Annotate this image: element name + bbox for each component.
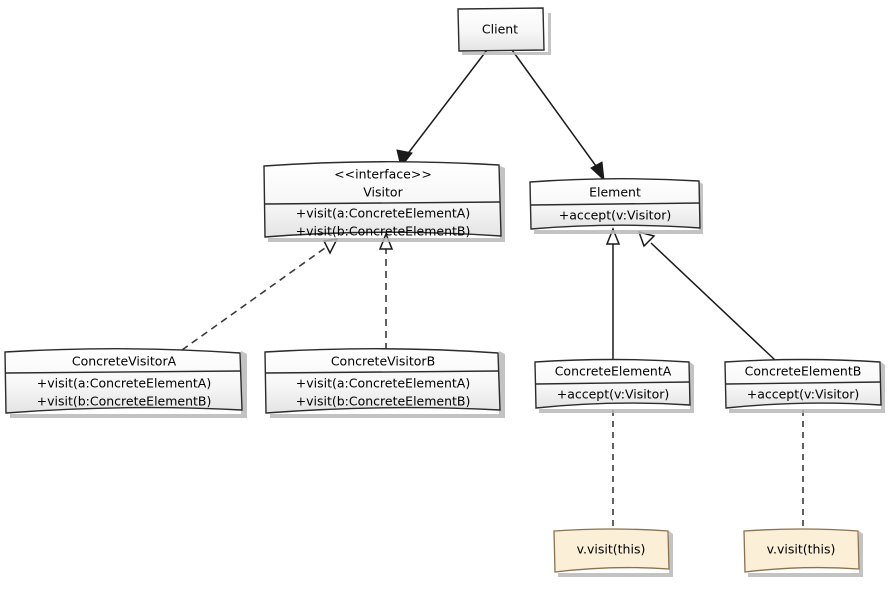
note-text-a: v.visit(this) — [577, 542, 646, 557]
class-box-concretevisitorb[interactable]: ConcreteVisitorB +visit(a:ConcreteElemen… — [264, 348, 505, 418]
note-text-b: v.visit(this) — [767, 542, 836, 557]
class-name-visitor: Visitor — [363, 185, 403, 200]
class-box-concreteelementb[interactable]: ConcreteElementB +accept(v:Visitor) — [724, 358, 885, 414]
class-name-client: Client — [482, 22, 518, 37]
class-member-element-0: +accept(v:Visitor) — [559, 208, 672, 223]
class-name-concretevisitorb: ConcreteVisitorB — [331, 354, 435, 369]
class-name-element: Element — [589, 185, 641, 200]
class-box-concretevisitora[interactable]: ConcreteVisitorA +visit(a:ConcreteElemen… — [4, 348, 247, 418]
class-member-visitor-0: +visit(a:ConcreteElementA) — [296, 206, 470, 221]
class-member-concretevisitora-0: +visit(a:ConcreteElementA) — [37, 376, 211, 391]
class-member-concretevisitorb-1: +visit(b:ConcreteElementB) — [296, 394, 471, 409]
note-box-a[interactable]: v.visit(this) — [553, 528, 673, 577]
class-stereotype-visitor: <<interface>> — [334, 167, 432, 182]
edge-concretevisitorb-to-visitor — [378, 231, 394, 350]
class-member-concretevisitora-1: +visit(b:ConcreteElementB) — [37, 394, 212, 409]
edge-concreteelementa-to-element — [605, 226, 621, 360]
note-box-b[interactable]: v.visit(this) — [743, 528, 863, 577]
class-name-concretevisitora: ConcreteVisitorA — [72, 354, 177, 369]
class-name-concreteelementa: ConcreteElementA — [555, 364, 672, 379]
class-member-concreteelementb-0: +accept(v:Visitor) — [747, 387, 860, 402]
edge-client-to-visitor — [396, 49, 488, 169]
edge-client-to-element — [511, 49, 605, 182]
class-member-concretevisitorb-0: +visit(a:ConcreteElementA) — [296, 376, 470, 391]
class-box-concreteelementa[interactable]: ConcreteElementA +accept(v:Visitor) — [534, 358, 694, 414]
edge-concreteelementb-to-element — [637, 230, 776, 361]
edge-concretevisitora-to-visitor — [181, 238, 339, 351]
class-box-element[interactable]: Element +accept(v:Visitor) — [529, 178, 703, 234]
edges-layer — [181, 49, 804, 528]
class-box-visitor[interactable]: <<interface>> Visitor +visit(a:ConcreteE… — [263, 161, 505, 242]
class-member-visitor-1: +visit(b:ConcreteElementB) — [296, 224, 471, 239]
class-name-concreteelementb: ConcreteElementB — [745, 364, 862, 379]
class-box-client[interactable]: Client — [457, 7, 551, 55]
class-member-concreteelementa-0: +accept(v:Visitor) — [557, 387, 670, 402]
